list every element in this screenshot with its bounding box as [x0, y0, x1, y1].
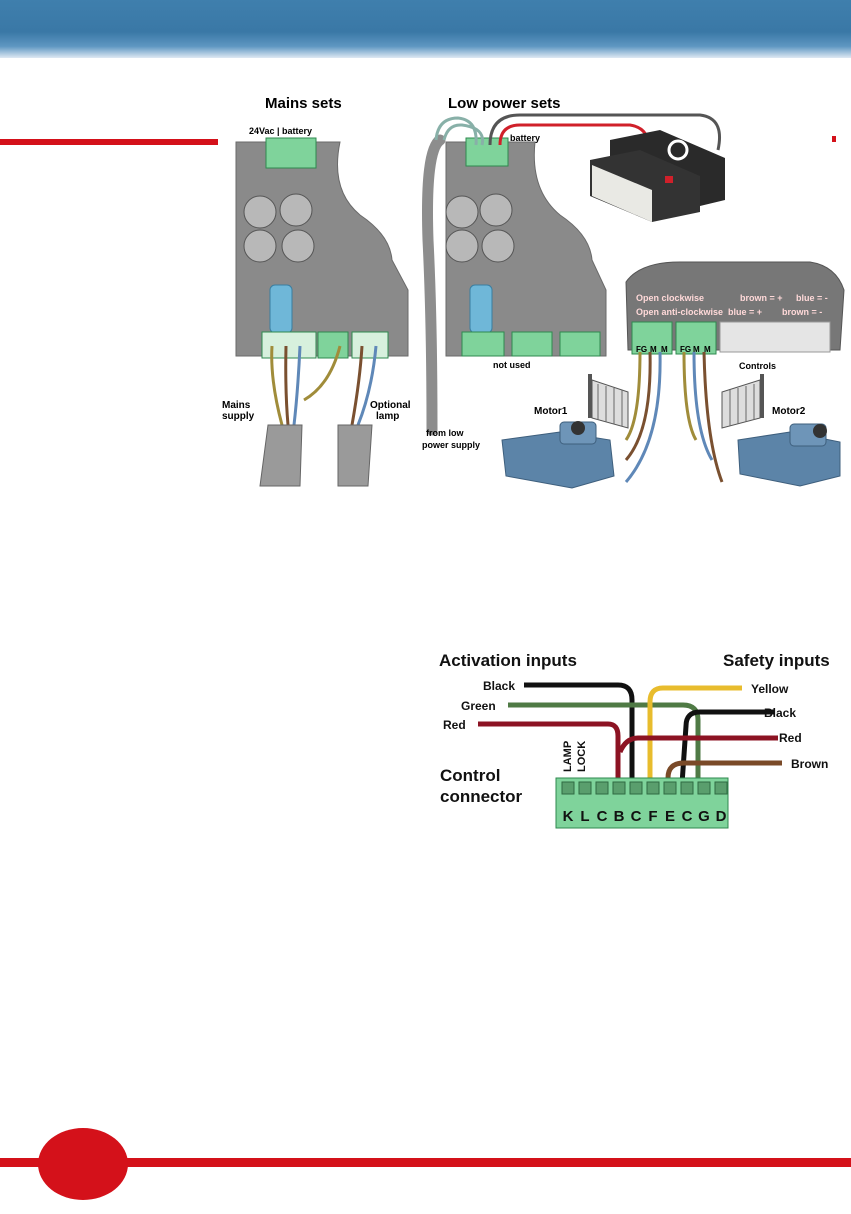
- terminal-m-1: M: [650, 345, 657, 354]
- pin-label: C: [682, 808, 693, 825]
- label-acw-blue: blue = +: [728, 307, 762, 317]
- mains-cable-1: [259, 424, 303, 487]
- label-lamp: LAMP: [562, 741, 574, 772]
- page-number-badge: [38, 1128, 128, 1200]
- pin-slot: [663, 781, 677, 795]
- low-power-wire-a: [434, 116, 478, 146]
- low-power-board: [445, 137, 607, 357]
- mains-cables: [270, 345, 378, 426]
- terminal-fg-1: FG: [636, 345, 647, 354]
- motor-controller: [625, 261, 845, 355]
- label-yellow: Yellow: [751, 682, 789, 696]
- pin-label: L: [580, 808, 589, 825]
- label-open-anticlockwise: Open anti-clockwise: [636, 307, 723, 317]
- pin-slot: [561, 781, 575, 795]
- label-green: Green: [461, 699, 496, 713]
- footer-rule: [0, 1158, 851, 1167]
- pin-slot: [595, 781, 609, 795]
- pin-slot: [680, 781, 694, 795]
- pin-slot: [646, 781, 660, 795]
- mains-cable-2: [337, 424, 373, 487]
- label-from-low-1: from low: [426, 428, 464, 438]
- control-connector-title-2: connector: [440, 787, 523, 806]
- pin-slot: [697, 781, 711, 795]
- low-power-wire-b: [442, 123, 485, 146]
- label-motor2: Motor2: [772, 406, 806, 417]
- terminal-fg-2: FG: [680, 345, 691, 354]
- safety-inputs-title: Safety inputs: [723, 651, 830, 670]
- motor2: [737, 423, 841, 487]
- pin-label: K: [563, 808, 574, 825]
- low-power-sets-title: Low power sets: [448, 95, 561, 112]
- pin-slot: [714, 781, 728, 795]
- label-optional-2: lamp: [376, 411, 399, 422]
- pin-label: G: [698, 808, 710, 825]
- pin-slot: [612, 781, 626, 795]
- header-rule-tick: [832, 136, 836, 142]
- motor1: [501, 421, 615, 489]
- pin-slot: [629, 781, 643, 795]
- label-motor1: Motor1: [534, 406, 568, 417]
- label-controls: Controls: [739, 361, 776, 371]
- pin-slot: [578, 781, 592, 795]
- motor-wires: [624, 351, 724, 483]
- label-cw-brown: brown = +: [740, 293, 783, 303]
- label-not-used: not used: [493, 360, 531, 370]
- pin-label: E: [665, 808, 675, 825]
- pin-label: C: [631, 808, 642, 825]
- control-connector-diagram: Activation inputs Safety inputs Black Gr…: [428, 640, 838, 835]
- label-brown: Brown: [791, 757, 828, 771]
- terminal-m-3: M: [693, 345, 700, 354]
- label-battery: battery: [510, 133, 540, 143]
- label-red-left: Red: [443, 718, 466, 732]
- label-black-right: Black: [764, 706, 796, 720]
- connector-pin-slots: [561, 781, 728, 795]
- label-open-clockwise: Open clockwise: [636, 293, 704, 303]
- label-black-left: Black: [483, 679, 515, 693]
- pin-label: C: [597, 808, 608, 825]
- mains-sets-title: Mains sets: [265, 95, 342, 112]
- label-cw-blue: blue = -: [796, 293, 828, 303]
- control-connector-title-1: Control: [440, 766, 500, 785]
- label-optional-1: Optional: [370, 400, 411, 411]
- label-red-right: Red: [779, 731, 802, 745]
- pin-label: B: [614, 808, 625, 825]
- gate-right: [721, 374, 764, 429]
- label-from-low-2: power supply: [422, 440, 480, 450]
- label-24vac-battery: 24Vac | battery: [249, 126, 312, 136]
- pin-label: F: [648, 808, 657, 825]
- wiring-diagram: Mains sets 24Vac | battery Mains supply …: [222, 95, 845, 489]
- terminal-m-4: M: [704, 345, 711, 354]
- gate-left: [588, 374, 629, 429]
- activation-inputs-title: Activation inputs: [439, 651, 577, 670]
- low-power-cable: [422, 134, 446, 436]
- pin-label: D: [716, 808, 727, 825]
- terminal-m-2: M: [661, 345, 668, 354]
- header-bar: [0, 0, 851, 58]
- battery-pack: [590, 130, 725, 222]
- header-rule-left: [0, 139, 218, 145]
- battery-wire-black: [488, 113, 721, 151]
- label-mains-2: supply: [222, 411, 255, 422]
- label-lock: LOCK: [576, 741, 588, 772]
- label-mains-1: Mains: [222, 400, 251, 411]
- mains-board: [235, 137, 409, 359]
- label-acw-brown: brown = -: [782, 307, 822, 317]
